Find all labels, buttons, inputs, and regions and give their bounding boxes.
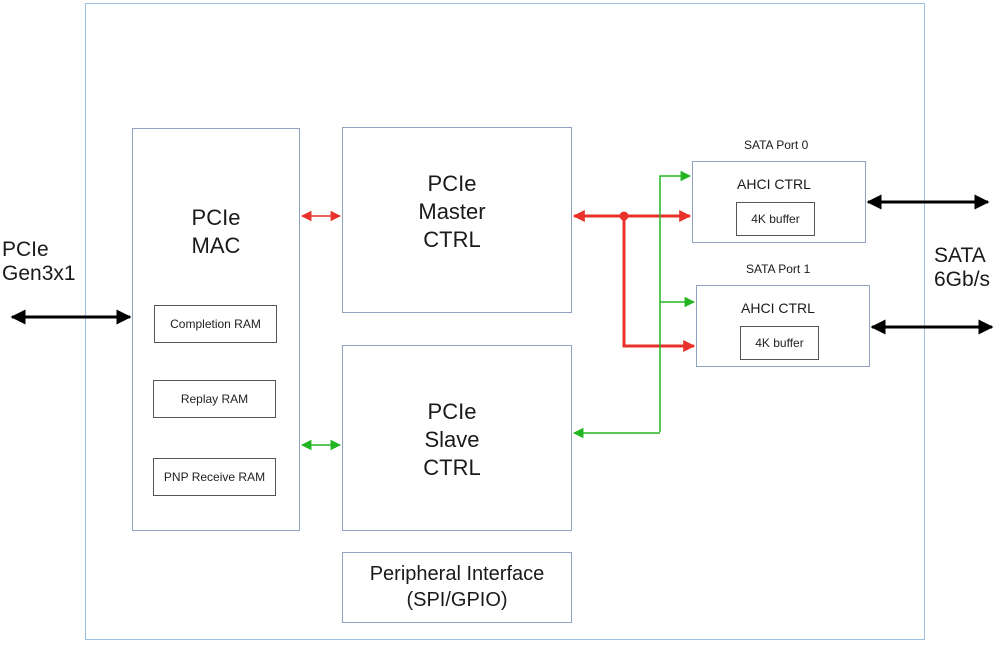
red-bus-junction-dot [619, 211, 629, 221]
pcie-mac-title: PCIe MAC [191, 205, 241, 258]
pnp-receive-ram-block: PNP Receive RAM [153, 458, 276, 496]
green-bus-port0 [659, 170, 692, 432]
pcie-slave-ctrl-block: PCIe Slave CTRL [342, 345, 572, 531]
pcie-slave-ctrl-title: PCIe Slave CTRL [423, 399, 481, 480]
sata-port-1-label: SATA Port 1 [746, 262, 811, 276]
pcie-mac-block: PCIe MAC Completion RAM Replay RAM PNP R… [132, 128, 300, 531]
pcie-gen3x1-label: PCIe Gen3x1 [2, 238, 76, 285]
replay-ram-label: Replay RAM [180, 392, 249, 406]
sata-port-1-ahci-block: AHCI CTRL 4K buffer [696, 285, 870, 367]
peripheral-interface-title: Peripheral Interface (SPI/GPIO) [369, 563, 545, 611]
sata-port-1-ahci-title: AHCI CTRL [741, 300, 815, 316]
replay-ram-block: Replay RAM [153, 380, 276, 418]
pcie-master-ctrl-title: PCIe Master CTRL [418, 171, 486, 252]
sata-port-0-ahci-title: AHCI CTRL [737, 176, 811, 192]
sata-port-1-4k-buffer: 4K buffer [740, 326, 819, 360]
pcie-master-ctrl-block: PCIe Master CTRL [342, 127, 572, 313]
sata-6gbs-label: SATA 6Gb/s [934, 244, 991, 291]
peripheral-interface-block: Peripheral Interface (SPI/GPIO) [342, 552, 572, 623]
sata-port-0-buffer-label: 4K buffer [751, 212, 800, 226]
sata-port-0-label: SATA Port 0 [744, 138, 809, 152]
master-red-bus-to-port1 [622, 216, 696, 352]
pnp-receive-ram-label: PNP Receive RAM [163, 470, 266, 484]
completion-ram-block: Completion RAM [154, 305, 277, 343]
sata-port-0-ahci-block: AHCI CTRL 4K buffer [692, 161, 866, 243]
sata-port-0-4k-buffer: 4K buffer [736, 202, 815, 236]
completion-ram-label: Completion RAM [170, 317, 261, 331]
sata-port-1-buffer-label: 4K buffer [755, 336, 804, 350]
